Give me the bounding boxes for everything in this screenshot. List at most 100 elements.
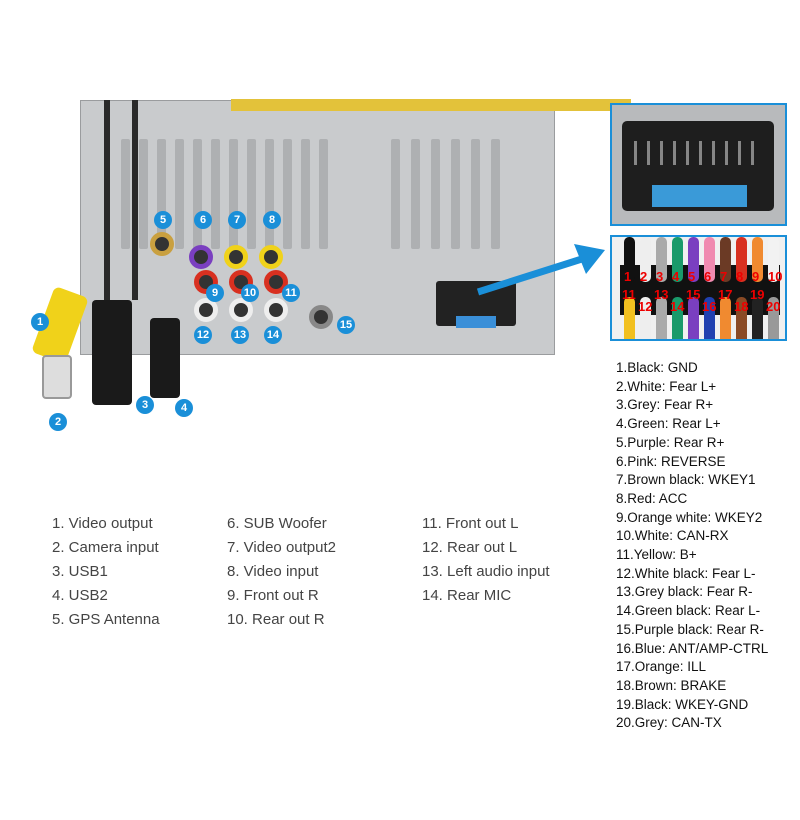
rca-jack xyxy=(224,245,248,269)
vent-slot xyxy=(175,139,184,249)
pin-number: 1 xyxy=(624,269,632,284)
wire xyxy=(720,237,731,282)
callout-badge: 1 xyxy=(31,313,49,331)
wire xyxy=(704,297,715,339)
pin-item: 1.Black: GND xyxy=(616,360,698,375)
callout-badge: 11 xyxy=(282,284,300,302)
wire xyxy=(672,237,683,282)
pin-item: 19.Black: WKEY-GND xyxy=(616,696,749,712)
pin-item: 20.Grey: CAN-TX xyxy=(616,715,722,731)
wire xyxy=(736,237,747,282)
vent-slot xyxy=(451,139,460,249)
wire xyxy=(640,237,651,282)
pin-number: 13 xyxy=(654,287,669,302)
wire xyxy=(688,237,699,282)
legend-item: 2. Camera input xyxy=(52,539,159,556)
vent-slot xyxy=(301,139,310,249)
rca-jack xyxy=(259,245,283,269)
rca-jack xyxy=(264,298,288,322)
pin-item: 13.Grey black: Fear R- xyxy=(616,584,753,600)
legend-item: 12. Rear out L xyxy=(422,539,518,556)
arrow-icon xyxy=(476,244,605,296)
wire xyxy=(768,237,779,282)
rca-jack xyxy=(264,270,288,294)
pin-number: 16 xyxy=(702,299,717,314)
pin-number: 14 xyxy=(670,299,685,314)
pin-number: 8 xyxy=(736,269,744,284)
legend-item: 9. Front out R xyxy=(227,587,319,604)
callout-badge: 12 xyxy=(194,326,212,344)
wire xyxy=(752,297,763,339)
pin-number: 11 xyxy=(622,287,636,302)
pin-item: 11.Yellow: B+ xyxy=(616,547,697,563)
rca-jack xyxy=(189,245,213,269)
vent-slot xyxy=(157,139,166,249)
legend-item: 10. Rear out R xyxy=(227,611,325,628)
rca-jack xyxy=(194,298,218,322)
pin-number: 18 xyxy=(734,299,749,314)
pin-item: 18.Brown: BRAKE xyxy=(616,677,727,693)
callout-badge: 5 xyxy=(154,211,172,229)
pin-item: 7.Brown black: WKEY1 xyxy=(616,472,756,488)
vent-slot xyxy=(319,139,328,249)
wire xyxy=(672,297,683,339)
vent-slot xyxy=(247,139,256,249)
usb1-plug xyxy=(92,300,132,405)
callout-badge: 15 xyxy=(337,316,355,334)
pin-item: 2.White: Fear L+ xyxy=(616,378,717,394)
wire xyxy=(720,297,731,339)
legend-item: 13. Left audio input xyxy=(422,563,550,580)
wire xyxy=(704,237,715,282)
pin-number: 12 xyxy=(638,299,653,314)
pin-item: 6.Pink: REVERSE xyxy=(616,453,726,469)
pin-item: 9.Orange white: WKEY2 xyxy=(616,509,763,525)
pin-item: 10.White: CAN-RX xyxy=(616,528,729,544)
legend-item: 5. GPS Antenna xyxy=(52,611,160,628)
legend-item: 4. USB2 xyxy=(52,587,108,604)
pin-number: 6 xyxy=(704,269,712,284)
pin-number: 2 xyxy=(640,269,648,284)
rca-jack xyxy=(309,305,333,329)
vent-slot xyxy=(121,139,130,249)
wire xyxy=(768,297,779,339)
vent-slot xyxy=(411,139,420,249)
vent-slot xyxy=(193,139,202,249)
vent-slot xyxy=(283,139,292,249)
camera-input-rca-plug xyxy=(42,355,72,399)
vent-slot xyxy=(391,139,400,249)
cable-bundle xyxy=(104,100,138,300)
rca-jack xyxy=(229,298,253,322)
warning-label xyxy=(231,99,631,111)
vent-slot xyxy=(491,139,500,249)
pin-item: 17.Orange: ILL xyxy=(616,659,707,675)
vent-slot xyxy=(431,139,440,249)
vent-slot xyxy=(265,139,274,249)
pin-item: 15.Purple black: Rear R- xyxy=(616,621,764,637)
legend-item: 14. Rear MIC xyxy=(422,587,512,604)
pin-number: 20 xyxy=(766,299,781,314)
pin-item: 14.Green black: Rear L- xyxy=(616,603,761,619)
legend-column-3: 11. Front out L 12. Rear out L 13. Left au… xyxy=(422,512,550,608)
pin-item: 3.Grey: Fear R+ xyxy=(616,397,714,413)
legend-item: 11. Front out L xyxy=(422,515,519,532)
legend-item: 1. Video output xyxy=(52,515,153,532)
fuse xyxy=(456,316,496,328)
wire xyxy=(624,297,635,339)
pin-number: 17 xyxy=(718,287,733,302)
callout-badge: 10 xyxy=(241,284,259,302)
callout-badge: 7 xyxy=(228,211,246,229)
callout-badge: 9 xyxy=(206,284,224,302)
pin-list: 1.Black: GND 2.White: Fear L+ 3.Grey: Fear… xyxy=(616,359,768,733)
legend-item: 3. USB1 xyxy=(52,563,108,580)
usb2-plug xyxy=(150,318,180,398)
callout-badge: 14 xyxy=(264,326,282,344)
vent-slot xyxy=(229,139,238,249)
legend-column-1: 1. Video output 2. Camera input 3. USB1 4. … xyxy=(52,512,160,632)
vent-slot xyxy=(471,139,480,249)
pin-number: 5 xyxy=(688,269,696,284)
pin-number: 10 xyxy=(768,269,783,284)
wire xyxy=(752,237,763,282)
